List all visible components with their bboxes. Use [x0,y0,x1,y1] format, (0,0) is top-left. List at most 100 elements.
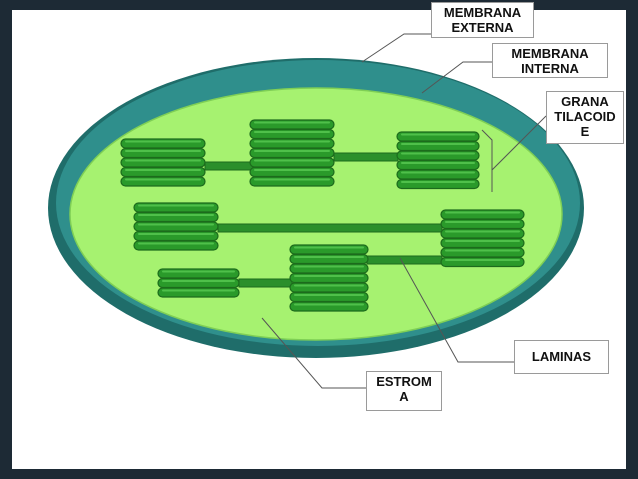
thylakoid-disc [396,159,480,171]
thylakoid-highlight [294,256,364,258]
thylakoid-disc [289,244,369,255]
thylakoid-disc [289,282,369,293]
thylakoid-disc [249,128,335,140]
thylakoid-disc [120,166,206,178]
thylakoid-disc [249,138,335,149]
thylakoid-disc [396,140,480,152]
thylakoid-highlight [125,169,201,171]
thylakoid-highlight [138,242,214,245]
thylakoid-highlight [138,204,214,207]
thylakoid-highlight [401,171,475,174]
thylakoid-highlight [138,233,214,235]
label-line: MEMBRANA [443,5,522,20]
thylakoid-disc [249,176,335,187]
thylakoid-highlight [138,214,214,216]
label-line: LAMINAS [531,349,592,364]
label-line: A [399,389,409,404]
leader-line-grana [491,115,547,171]
thylakoid-disc [440,209,525,220]
thylakoid-highlight [445,230,520,233]
granum-stack [120,138,206,187]
thylakoid-disc [120,157,206,168]
granum-stack [440,209,525,268]
thylakoid-disc [133,202,219,213]
thylakoid-disc [157,277,240,289]
leader-line-laminas [399,257,514,363]
thylakoid-disc [133,221,219,232]
label-line: ESTROM [376,374,432,389]
thylakoid-highlight [162,270,235,273]
thylakoid-disc [133,230,219,242]
thylakoid-highlight [294,284,364,287]
thylakoid-disc [289,291,369,303]
thylakoid-highlight [401,143,475,145]
thylakoid-highlight [294,294,364,296]
granum-stack [157,268,240,298]
label-laminas: LAMINAS [514,340,609,374]
thylakoid-disc [396,178,480,190]
grana-group [120,119,525,312]
thylakoid-highlight [445,259,520,261]
thylakoid-highlight [254,140,330,143]
leader-line-outer-membrane [361,33,431,63]
thylakoid-highlight [125,140,201,143]
thylakoid-disc [133,240,219,251]
thylakoid-disc [440,237,525,249]
thylakoid-highlight [138,223,214,226]
thylakoid-disc [440,247,525,258]
thylakoid-disc [289,253,369,265]
thylakoid-highlight [445,240,520,242]
thylakoid-highlight [294,275,364,277]
thylakoid-highlight [254,178,330,181]
thylakoid-disc [157,268,240,279]
label-grana-tilacoide: GRANA TILACOID E [546,91,624,144]
granum-stack [249,119,335,187]
thylakoid-disc [157,287,240,298]
thylakoid-disc [396,131,480,142]
thylakoid-disc [133,211,219,223]
thylakoid-disc [440,256,525,268]
thylakoid-highlight [401,162,475,164]
leader-line-grana-bracket [481,129,493,192]
thylakoid-highlight [254,159,330,162]
thylakoid-highlight [162,289,235,292]
thylakoid-highlight [294,265,364,268]
thylakoid-disc [249,119,335,130]
thylakoid-highlight [254,169,330,171]
label-line: EXTERNA [451,20,514,35]
thylakoid-disc [396,150,480,161]
lamellae-group [204,152,443,288]
label-line: MEMBRANA [511,46,589,61]
lamella [238,278,293,288]
lamella [333,152,399,162]
label-line: INTERNA [521,61,579,76]
thylakoid-highlight [162,280,235,282]
thylakoid-disc [289,272,369,284]
thylakoid-highlight [254,131,330,133]
thylakoid-disc [249,147,335,159]
thylakoid-disc [289,301,369,312]
thylakoid-disc [289,263,369,274]
thylakoid-highlight [401,152,475,155]
lamella [217,223,443,233]
thylakoid-highlight [294,246,364,249]
label-line: E [580,124,590,139]
thylakoid-highlight [445,211,520,214]
thylakoid-disc [120,176,206,187]
granum-stack [133,202,219,251]
thylakoid-highlight [294,303,364,306]
leader-line-inner-membrane [421,61,492,94]
label-membrana-externa: MEMBRANA EXTERNA [431,2,534,38]
leader-line-estroma [261,317,366,389]
granum-stack [289,244,369,312]
thylakoid-highlight [254,150,330,152]
thylakoid-disc [440,228,525,239]
thylakoid-highlight [254,121,330,124]
label-estroma: ESTROM A [366,371,442,411]
thylakoid-highlight [445,249,520,252]
label-membrana-interna: MEMBRANA INTERNA [492,43,608,78]
thylakoid-highlight [125,178,201,181]
thylakoid-disc [440,218,525,230]
